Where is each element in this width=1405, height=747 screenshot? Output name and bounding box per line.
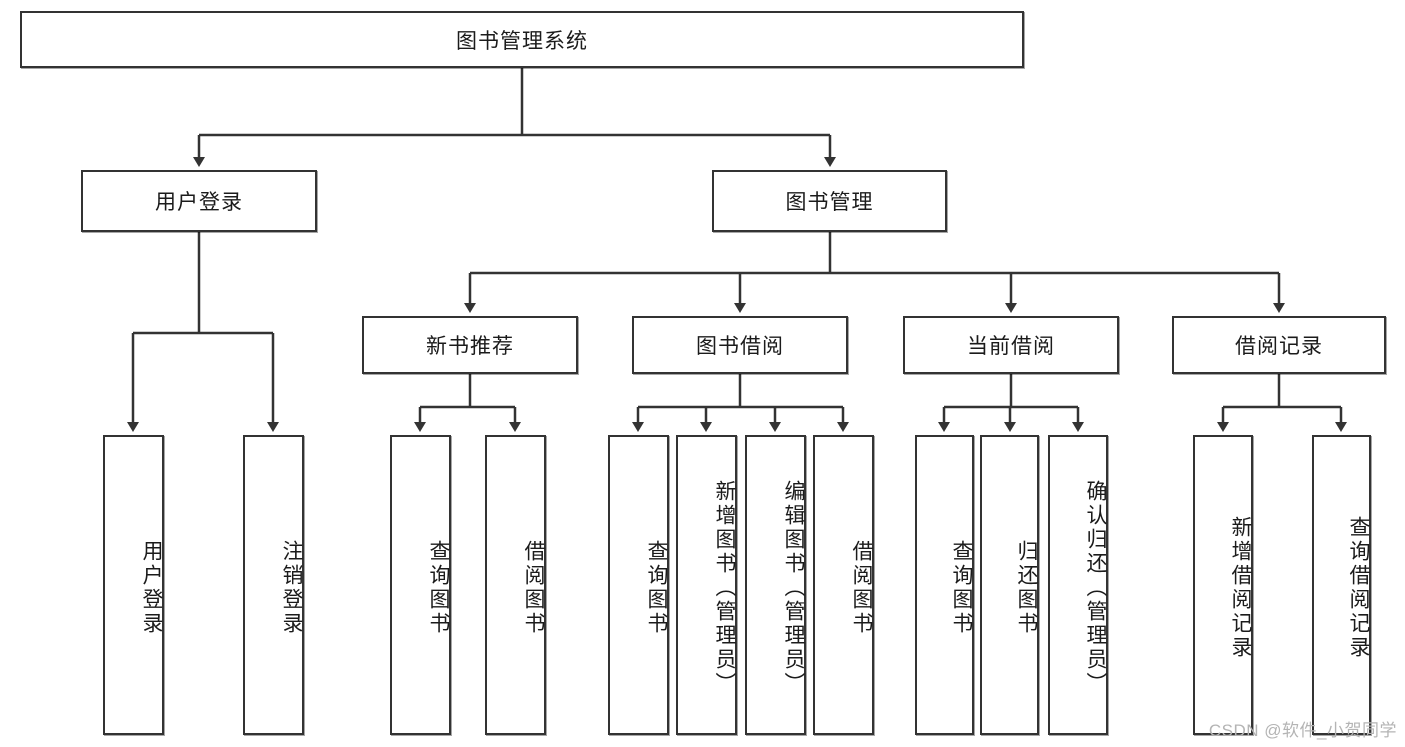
node-leaf-add-record-label: 新增借阅记录 <box>1229 516 1252 660</box>
node-leaf-borrow-book-2-label: 借阅图书 <box>850 540 873 636</box>
node-leaf-query-record-label: 查询借阅记录 <box>1347 516 1370 660</box>
node-leaf-add-record[interactable]: 新增借阅记录 <box>1193 435 1253 735</box>
node-borrow-record-label: 借阅记录 <box>1235 335 1323 358</box>
node-leaf-user-login[interactable]: 用户登录 <box>103 435 164 735</box>
node-book-borrow-label: 图书借阅 <box>696 335 784 358</box>
node-leaf-edit-book-label: 编辑图书（管理员） <box>782 480 805 696</box>
node-current-borrow[interactable]: 当前借阅 <box>903 316 1119 374</box>
node-root[interactable]: 图书管理系统 <box>20 11 1024 68</box>
node-new-book-rec[interactable]: 新书推荐 <box>362 316 578 374</box>
node-leaf-query-book-1[interactable]: 查询图书 <box>390 435 451 735</box>
node-leaf-borrow-book-2[interactable]: 借阅图书 <box>813 435 874 735</box>
node-leaf-add-book-label: 新增图书（管理员） <box>713 480 736 696</box>
node-leaf-query-book-3[interactable]: 查询图书 <box>915 435 974 735</box>
node-current-borrow-label: 当前借阅 <box>967 335 1055 358</box>
node-leaf-add-book[interactable]: 新增图书（管理员） <box>676 435 737 735</box>
node-leaf-return-book[interactable]: 归还图书 <box>980 435 1039 735</box>
node-user-login[interactable]: 用户登录 <box>81 170 317 232</box>
node-leaf-confirm-return-label: 确认归还（管理员） <box>1084 480 1107 696</box>
watermark-text: CSDN @软件_小贺同学 <box>1208 721 1397 740</box>
node-root-label: 图书管理系统 <box>456 29 588 53</box>
node-book-manage[interactable]: 图书管理 <box>712 170 947 232</box>
node-book-manage-label: 图书管理 <box>785 191 874 214</box>
node-leaf-query-book-3-label: 查询图书 <box>950 540 973 636</box>
node-leaf-logout-label: 注销登录 <box>280 540 303 636</box>
node-leaf-return-book-label: 归还图书 <box>1015 540 1038 636</box>
node-borrow-record[interactable]: 借阅记录 <box>1172 316 1386 374</box>
node-leaf-query-book-2[interactable]: 查询图书 <box>608 435 669 735</box>
node-leaf-borrow-book-1-label: 借阅图书 <box>522 540 545 636</box>
node-user-login-label: 用户登录 <box>155 191 243 214</box>
node-leaf-borrow-book-1[interactable]: 借阅图书 <box>485 435 546 735</box>
node-new-book-rec-label: 新书推荐 <box>426 335 514 358</box>
node-leaf-query-record[interactable]: 查询借阅记录 <box>1312 435 1371 735</box>
node-leaf-confirm-return[interactable]: 确认归还（管理员） <box>1048 435 1108 735</box>
node-book-borrow[interactable]: 图书借阅 <box>632 316 848 374</box>
node-leaf-logout[interactable]: 注销登录 <box>243 435 304 735</box>
node-leaf-query-book-2-label: 查询图书 <box>645 540 668 636</box>
node-leaf-user-login-label: 用户登录 <box>140 540 163 636</box>
node-leaf-query-book-1-label: 查询图书 <box>427 540 450 636</box>
node-leaf-edit-book[interactable]: 编辑图书（管理员） <box>745 435 806 735</box>
